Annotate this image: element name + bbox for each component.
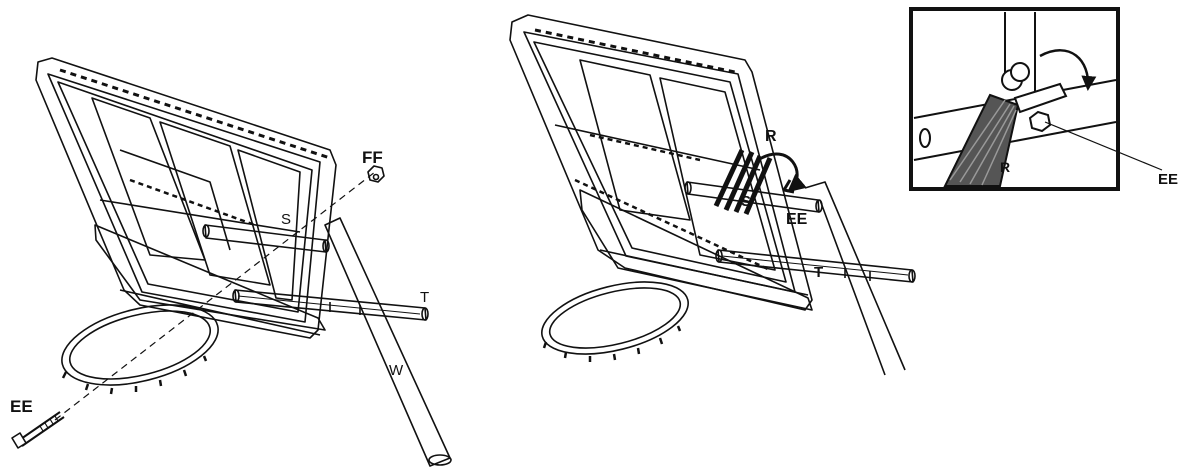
pole-w-left [324,217,452,467]
label-t-left: T [420,289,429,306]
bracket-s-left [202,224,330,253]
label-ee-left: EE [10,397,33,416]
nut-ff-left [367,165,385,183]
label-ee-inset: EE [1158,171,1178,188]
bolt-path-line [54,171,376,421]
rim-right [541,281,689,362]
inset-bolt-hex [1028,110,1052,133]
left-assembly-figure [11,57,452,467]
label-r-right: R [765,128,777,145]
label-ee-right: EE [786,211,808,228]
inset-rotation-arrow [1039,49,1097,91]
label-s-left: S [281,211,291,228]
right-assembly-figure [509,14,916,376]
label-w: W [389,362,404,379]
inset-spring [943,93,1020,187]
label-r-inset: R [1000,159,1010,175]
label-s-right: S [741,193,751,210]
backboard-frame-right [509,14,813,311]
bracket-t-right [715,249,916,283]
label-t-right: T [814,264,823,281]
detail-inset [909,7,1163,191]
pole-right [804,181,906,376]
spring-r-right [713,148,773,215]
label-ff: FF [362,148,383,167]
backboard-frame-left [35,57,337,339]
rotation-arrow-right [757,152,807,193]
bolt-ee-left [11,411,65,449]
bracket-t-left [232,289,429,321]
rim-left [61,304,219,395]
